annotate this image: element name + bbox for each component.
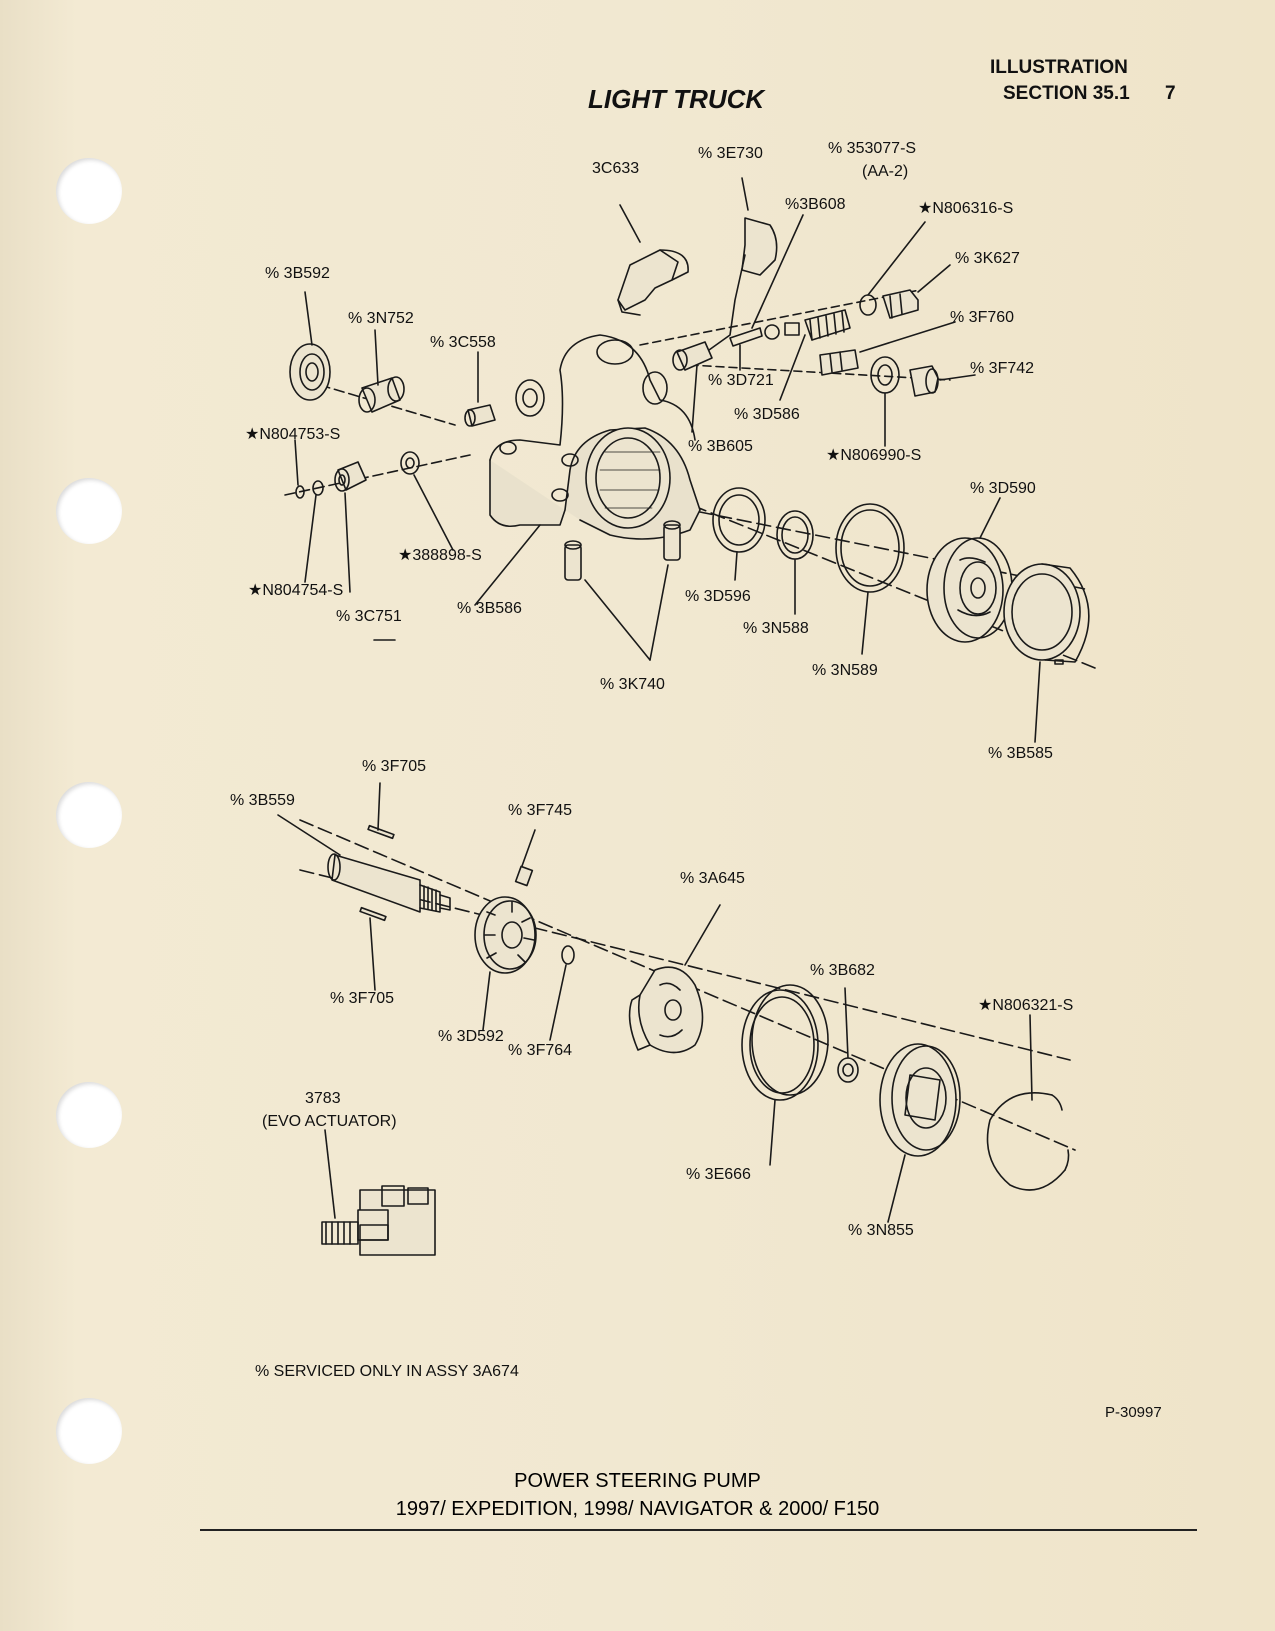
callout-3d592: % 3D592 [438, 1028, 504, 1045]
plate-3a645 [628, 966, 704, 1054]
callout-3b682: % 3B682 [810, 962, 875, 979]
key-3f705-lower [359, 906, 387, 922]
callout-3a645: % 3A645 [680, 870, 745, 887]
bushing-3n752 [358, 376, 405, 413]
callout-3c558: % 3C558 [430, 334, 496, 351]
seal-3b592 [289, 343, 331, 401]
fitting-3c558 [464, 404, 496, 427]
callout-3k740: % 3K740 [600, 676, 665, 693]
callout-353077-s: % 353077-S [828, 140, 917, 157]
page-title: LIGHT TRUCK [588, 84, 765, 114]
binder-hole [56, 782, 122, 848]
callout-3n588: % 3N588 [743, 620, 809, 637]
ring-3e666 [741, 984, 829, 1101]
ring-3b585 [1003, 563, 1090, 665]
callout-3f760: % 3F760 [950, 309, 1015, 326]
caption-title: POWER STEERING PUMP [514, 1470, 761, 1492]
ring-3n588 [776, 510, 814, 560]
vane-3f745 [514, 865, 534, 887]
illustration-label: ILLUSTRATION [990, 57, 1128, 78]
callout-3e730: % 3E730 [698, 145, 763, 162]
pump-housing [489, 334, 701, 540]
callout-n806990-s: ★N806990-S [826, 447, 922, 464]
callout-3b592: % 3B592 [265, 265, 330, 282]
plate-3d590 [926, 537, 1013, 643]
seal-3b682 [837, 1057, 859, 1083]
callout-3f705-upper: % 3F705 [362, 758, 427, 775]
binder-hole [56, 158, 122, 224]
callout-3d596: % 3D596 [685, 588, 751, 605]
callout-3b585: % 3B585 [988, 745, 1053, 762]
clip-n804753 [295, 485, 305, 499]
callout-3f764: % 3F764 [508, 1042, 573, 1059]
callout-n804753-s: ★N804753-S [245, 426, 341, 443]
shaft-3b559 [327, 853, 451, 913]
cover-3n855 [879, 1043, 961, 1157]
callout-3n855: % 3N855 [848, 1222, 914, 1239]
key-3f705-upper [367, 824, 395, 840]
callout-3c633: 3C633 [592, 160, 640, 177]
ring-3d596 [712, 487, 766, 553]
binder-hole [56, 1082, 122, 1148]
ring-3n589 [835, 503, 905, 593]
caption-models: 1997/ EXPEDITION, 1998/ NAVIGATOR & 2000… [395, 1498, 880, 1520]
callout-3f745: % 3F745 [508, 802, 573, 819]
callout-evo-actuator: (EVO ACTUATOR) [262, 1113, 397, 1130]
callout-n806316-s: ★N806316-S [918, 200, 1014, 217]
callout-3d590: % 3D590 [970, 480, 1036, 497]
page-number: 7 [1165, 83, 1176, 104]
valve-parts-upper [672, 289, 939, 397]
clip-n804754 [312, 480, 324, 496]
callout-3783: 3783 [305, 1090, 341, 1107]
binder-hole [56, 1398, 122, 1464]
part-reference: P-30997 [1105, 1404, 1162, 1421]
callout-3b586: % 3B586 [457, 600, 522, 617]
callout-3b559: % 3B559 [230, 792, 295, 809]
callout-n804754-s: ★N804754-S [248, 582, 344, 599]
callout-3n752: % 3N752 [348, 310, 414, 327]
connector-3c751 [334, 461, 367, 492]
callout-n806321-s: ★N806321-S [978, 997, 1074, 1014]
callout-3d721: % 3D721 [708, 372, 774, 389]
fitting-3c633 [617, 204, 689, 316]
callout-3c751: % 3C751 [336, 608, 402, 625]
snap-ring-n806321 [986, 1091, 1066, 1191]
callout-3b605: % 3B605 [688, 438, 753, 455]
section-label: SECTION 35.1 [1003, 83, 1130, 104]
callout-3n589: % 3N589 [812, 662, 878, 679]
tube-3e730 [741, 217, 778, 276]
dowel-3k740 [564, 520, 681, 581]
footer-rule [200, 1529, 1197, 1531]
washer-388898 [400, 451, 420, 475]
callout-3f742: % 3F742 [970, 360, 1035, 377]
evo-actuator-3783 [321, 1129, 436, 1256]
pin-3f764 [561, 945, 575, 965]
binder-hole [56, 478, 122, 544]
callout-3d586: % 3D586 [734, 406, 800, 423]
callout-3k627: % 3K627 [955, 250, 1020, 267]
callout-3e666: % 3E666 [686, 1166, 751, 1183]
callout-aa-2: (AA-2) [862, 163, 909, 180]
callout-3f705-lower: % 3F705 [330, 990, 395, 1007]
rotor-3d592 [474, 896, 537, 974]
callout-388898-s: ★388898-S [398, 547, 482, 564]
service-note: % SERVICED ONLY IN ASSY 3A674 [255, 1363, 519, 1380]
callout-3b608: %3B608 [785, 196, 846, 213]
